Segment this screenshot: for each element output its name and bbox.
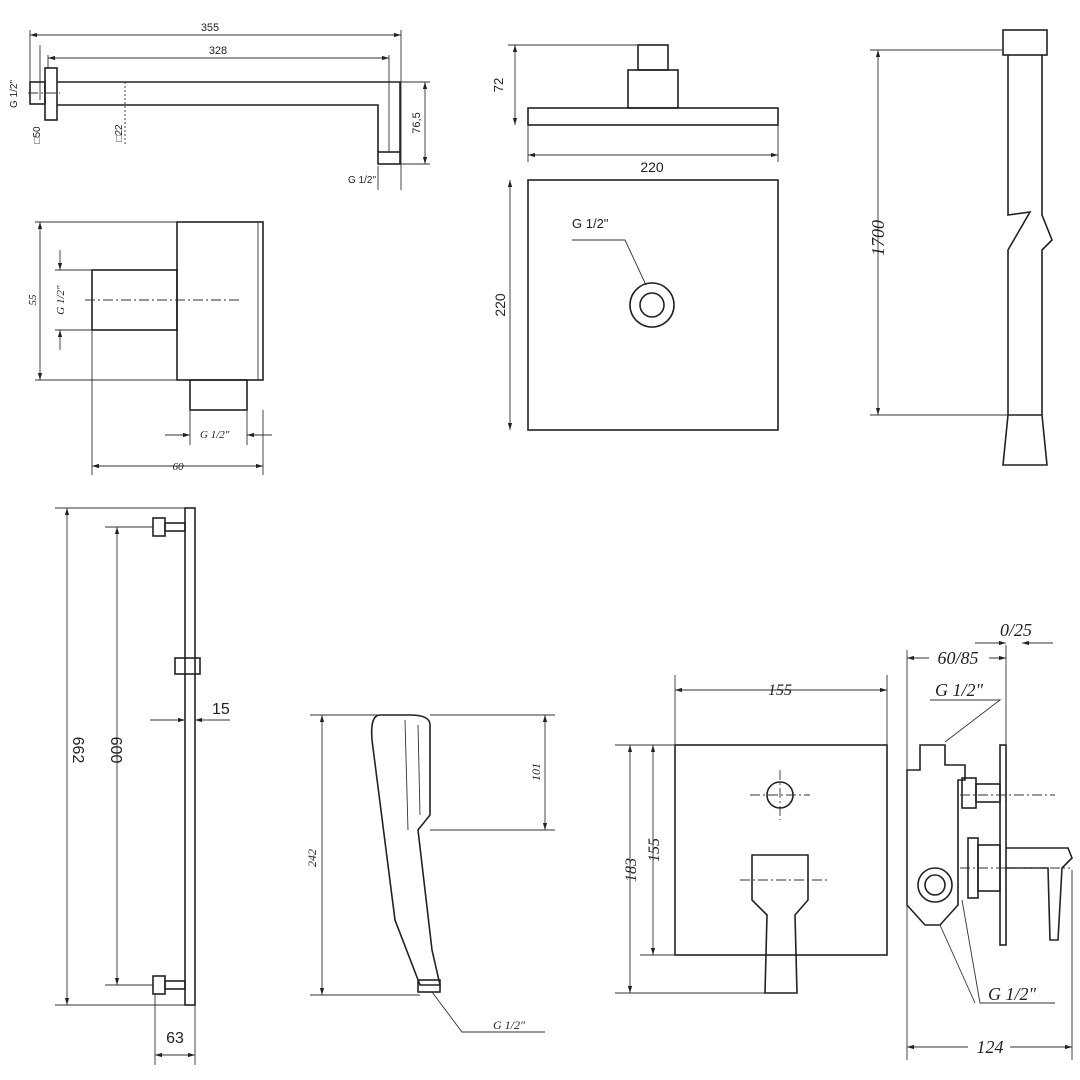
dim-0-25: 0/25 [1000, 620, 1032, 640]
shower-arm-drawing: 355 328 G 1/2" □50 □22 76,5 G 1/2" [9, 22, 430, 190]
dim-15: 15 [212, 701, 230, 718]
head-thread: G 1/2" [572, 216, 609, 231]
dim-242: 242 [305, 849, 319, 867]
dim-220-width: 220 [640, 159, 664, 175]
flange-size: □50 [32, 126, 43, 144]
dim-101: 101 [529, 763, 543, 781]
dim-155-width: 155 [768, 682, 792, 699]
dim-328: 328 [209, 45, 227, 57]
hand-shower-drawing: 242 101 G 1/2" [305, 714, 555, 1033]
hand-shower-thread: G 1/2" [493, 1018, 526, 1032]
arm-section: □22 [114, 124, 125, 142]
dim-60: 60 [173, 461, 185, 473]
dim-662: 662 [69, 737, 86, 764]
dim-72: 72 [491, 78, 506, 92]
mixer-side-drawing: 0/25 60/85 G 1/2" G 1/2" 124 [906, 620, 1073, 1060]
shower-head-drawing: 72 220 G 1/2" 220 [491, 44, 779, 431]
dim-63: 63 [166, 1030, 184, 1047]
mixer-front-drawing: 155 183 155 [615, 675, 888, 994]
dim-183: 183 [623, 858, 640, 882]
elbow-side-thread: G 1/2" [55, 285, 67, 315]
dim-1700: 1700 [868, 220, 888, 256]
dim-55: 55 [27, 294, 39, 306]
dim-220-depth: 220 [492, 293, 508, 317]
elbow-bottom-thread: G 1/2" [200, 429, 230, 441]
dim-76-5: 76,5 [411, 112, 423, 133]
dim-355: 355 [201, 22, 219, 34]
dim-155-height: 155 [646, 838, 663, 862]
slide-rail-drawing: 662 600 15 63 [55, 507, 230, 1065]
side-bottom-thread: G 1/2" [988, 984, 1037, 1004]
dim-124: 124 [977, 1037, 1004, 1057]
dim-600: 600 [107, 737, 124, 764]
dim-60-85: 60/85 [937, 648, 978, 668]
wall-elbow-drawing: 55 G 1/2" G 1/2" 60 [27, 221, 272, 475]
side-top-thread: G 1/2" [935, 680, 984, 700]
arm-inlet-thread: G 1/2" [9, 80, 20, 108]
hose-drawing: 1700 [868, 29, 1053, 466]
arm-outlet-thread: G 1/2" [348, 175, 376, 186]
